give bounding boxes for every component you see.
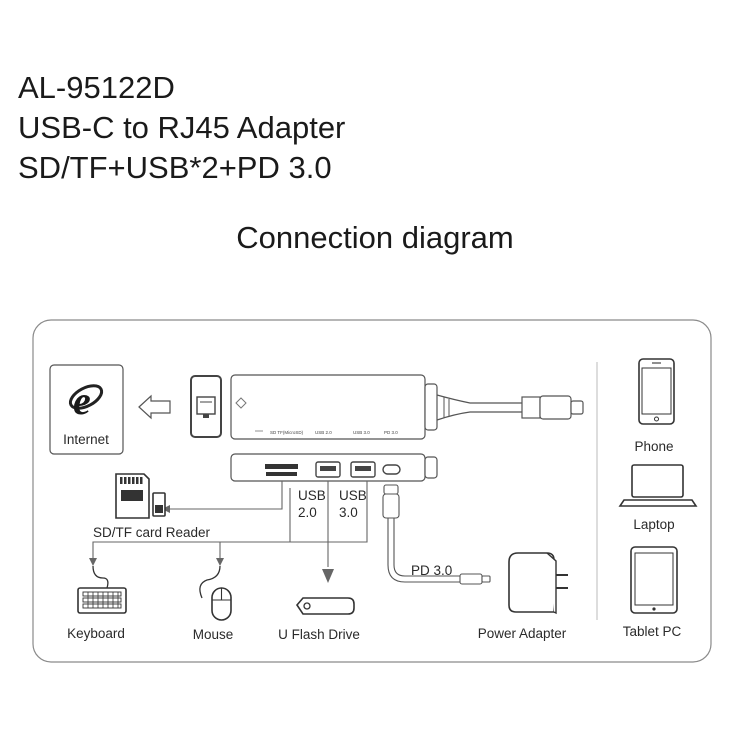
laptop-icon: [618, 464, 698, 507]
rj45-port-icon: [190, 375, 222, 438]
diagram-heading: Connection diagram: [236, 220, 514, 255]
flash-drive-icon: [295, 597, 355, 615]
arrowheads: [89, 505, 334, 583]
tablet-label: Tablet PC: [623, 624, 682, 639]
pd-cable: [382, 484, 491, 585]
laptop-label: Laptop: [633, 517, 674, 532]
mouse-label: Mouse: [193, 627, 234, 642]
card-reader-label: SD/TF card Reader: [93, 525, 211, 540]
product-name: USB-C to RJ45 Adapter: [18, 110, 346, 145]
usb2-label-line1: USB: [298, 488, 326, 503]
internet-label: Internet: [63, 432, 109, 447]
keyboard-label: Keyboard: [67, 626, 125, 641]
phone-label: Phone: [634, 439, 673, 454]
hub-label-pd: PD 3.0: [384, 430, 398, 435]
pd-port: [382, 464, 401, 475]
usb3-label-line2: 3.0: [339, 505, 358, 520]
usb-c-cable: [436, 394, 584, 421]
port-summary: SD/TF+USB*2+PD 3.0: [18, 150, 332, 185]
hub-label-usb2: USB 2.0: [315, 430, 332, 435]
usb2-label-line2: 2.0: [298, 505, 317, 520]
hub-top-view: SD TF(MicroSD) USB 2.0 USB 3.0 PD 3.0: [230, 374, 438, 440]
connection-lines: [92, 481, 368, 567]
hub-label-sd: SD TF(MicroSD): [270, 430, 304, 435]
model-number: AL-95122D: [18, 70, 175, 105]
hub-label-usb3: USB 3.0: [353, 430, 370, 435]
pd-label: PD 3.0: [411, 563, 452, 578]
flash-drive-label: U Flash Drive: [278, 627, 360, 642]
internet-icon: e: [49, 364, 124, 455]
tf-slot: [266, 472, 297, 476]
power-adapter-icon: [508, 552, 568, 615]
hub-front-view: [230, 453, 438, 482]
sd-slot: [265, 464, 298, 469]
tablet-icon: [630, 546, 678, 614]
keyboard-icon: [77, 565, 127, 614]
power-adapter-label: Power Adapter: [478, 626, 567, 641]
svg-text:e: e: [73, 378, 91, 423]
usb3-label-line1: USB: [339, 488, 367, 503]
ethernet-arrow: [138, 394, 171, 420]
phone-icon: [638, 358, 675, 425]
sd-card-icon: [115, 473, 166, 519]
mouse-icon: [199, 565, 232, 621]
